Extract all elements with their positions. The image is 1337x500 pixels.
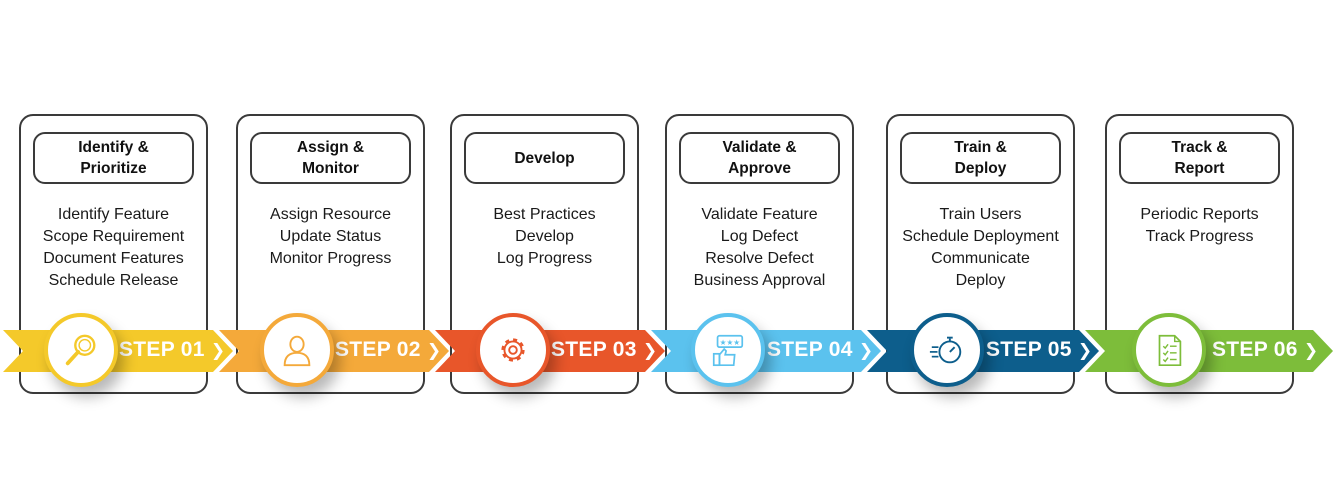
step-label-text: STEP 03 [551, 338, 637, 361]
magnifier-icon [65, 334, 96, 366]
step-icon-circle-1 [44, 313, 118, 387]
step-label-text: STEP 04 [767, 338, 853, 361]
step-item: Develop [515, 228, 574, 245]
step-title-box: Validate & Approve [679, 132, 840, 184]
stopwatch-icon [929, 336, 962, 364]
chevron-right-icon: ❯ [1077, 341, 1093, 360]
step-label-4: STEP 04 ❯ [767, 338, 873, 362]
step-icon-circle-5 [910, 313, 984, 387]
step-item: Train Users [939, 206, 1022, 223]
step-title-line1: Assign & [296, 139, 365, 156]
step-item: Schedule Release [48, 272, 179, 289]
step-label-1: STEP 01 ❯ [119, 338, 225, 362]
step-item-list: Best Practices Develop Log Progress [452, 204, 637, 270]
step-item-list: Train Users Schedule Deployment Communic… [888, 204, 1073, 292]
step-icon-circle-6 [1132, 313, 1206, 387]
step-label-2: STEP 02 ❯ [335, 338, 441, 362]
step-icon-circle-4: ★★★ [691, 313, 765, 387]
step-icon-circle-2 [260, 313, 334, 387]
step-title-line2: Prioritize [80, 160, 147, 177]
gear-icon [501, 338, 525, 362]
step-item: Scope Requirement [42, 228, 185, 245]
step-label-text: STEP 02 [335, 338, 421, 361]
step-title-line2: Approve [728, 160, 791, 177]
step-item: Track Progress [1145, 228, 1254, 245]
step-icon-circle-3 [476, 313, 550, 387]
svg-text:★★★: ★★★ [720, 338, 741, 347]
step-item: Business Approval [693, 272, 826, 289]
chevron-right-icon: ❯ [1303, 341, 1319, 360]
step-title-box: Train & Deploy [900, 132, 1061, 184]
checklist-icon [1158, 334, 1182, 367]
step-label-text: STEP 01 [119, 338, 205, 361]
step-item: Identify Feature [57, 206, 170, 223]
step-item: Resolve Defect [705, 250, 814, 267]
step-item: Communicate [931, 250, 1030, 267]
step-item: Best Practices [493, 206, 596, 223]
step-item: Log Progress [496, 250, 593, 267]
step-label-3: STEP 03 ❯ [551, 338, 657, 362]
step-item: Update Status [279, 228, 382, 245]
step-title-box: Identify & Prioritize [33, 132, 194, 184]
chevron-right-icon: ❯ [210, 341, 226, 360]
step-title-box: Track & Report [1119, 132, 1280, 184]
step-item: Assign Resource [270, 206, 391, 223]
step-item-list: Assign Resource Update Status Monitor Pr… [238, 204, 423, 270]
step-title-line1: Validate & [722, 139, 797, 156]
chevron-right-icon: ❯ [642, 341, 658, 360]
step-item: Validate Feature [701, 206, 818, 223]
step-title-line2: Report [1174, 160, 1225, 177]
step-title-line1: Develop [514, 149, 575, 167]
thumbs-up-rating-icon: ★★★ [712, 334, 744, 367]
step-label-6: STEP 06 ❯ [1212, 338, 1318, 362]
chevron-right-icon: ❯ [426, 341, 442, 360]
user-icon [283, 335, 311, 367]
step-title-box: Assign & Monitor [250, 132, 411, 184]
step-title-line1: Track & [1171, 139, 1228, 156]
step-title-box: Develop [464, 132, 625, 184]
step-title-line1: Identify & [78, 139, 149, 156]
step-label-text: STEP 06 [1212, 338, 1298, 361]
step-item: Deploy [955, 272, 1006, 289]
step-item: Periodic Reports [1140, 206, 1259, 223]
step-item-list: Validate Feature Log Defect Resolve Defe… [667, 204, 852, 292]
step-label-5: STEP 05 ❯ [986, 338, 1092, 362]
step-title-line1: Train & [954, 139, 1007, 156]
step-item: Document Features [43, 250, 184, 267]
step-item-list: Identify Feature Scope Requirement Docum… [21, 204, 206, 292]
step-item-list: Periodic Reports Track Progress [1107, 204, 1292, 248]
step-title-line2: Deploy [954, 160, 1007, 177]
step-item: Log Defect [720, 228, 799, 245]
step-label-text: STEP 05 [986, 338, 1072, 361]
chevron-right-icon: ❯ [858, 341, 874, 360]
step-title-line2: Monitor [302, 160, 359, 177]
step-item: Monitor Progress [269, 250, 392, 267]
step-item: Schedule Deployment [902, 228, 1059, 245]
